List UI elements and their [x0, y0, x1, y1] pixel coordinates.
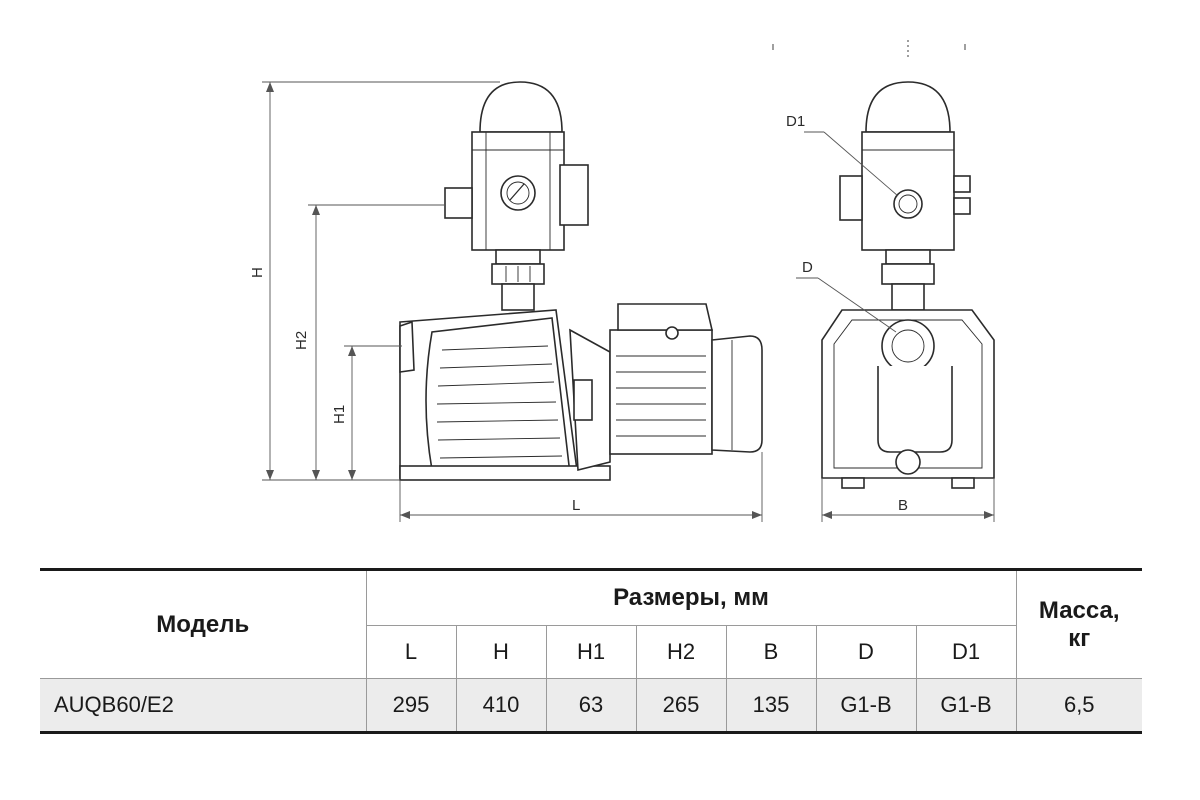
switch-side-box: [559, 164, 589, 226]
switch-dome: [479, 81, 563, 133]
pump-dimension-drawing: H H2 H1 L: [249, 40, 995, 522]
model-cell: AUQB60/E2: [40, 678, 367, 734]
label-l: L: [572, 497, 580, 514]
col-header-d1: D1: [915, 625, 1016, 679]
col-header-l: L: [366, 625, 457, 679]
label-d1: D1: [786, 113, 805, 130]
value-h2: 265: [635, 678, 727, 734]
value-d: G1-B: [815, 678, 917, 734]
outlet-d1-port: [893, 189, 923, 219]
mass-header: Масса, кг: [1015, 568, 1142, 679]
side-view: H H2 H1 L: [249, 81, 763, 522]
label-h2: H2: [293, 331, 310, 350]
front-switch-dome: [865, 81, 951, 133]
switch-fitting: [444, 187, 473, 219]
model-header: Модель: [40, 568, 367, 679]
mass-header-line2: кг: [1068, 624, 1091, 652]
dimensions-header: Размеры, мм: [365, 568, 1017, 626]
label-b: B: [898, 497, 908, 514]
front-view: D1 D B: [772, 40, 995, 522]
table-row: AUQB60/E2 295 410 63 265 135 G1-B G1-B 6…: [40, 678, 1142, 734]
value-b: 135: [725, 678, 817, 734]
value-d1: G1-B: [915, 678, 1017, 734]
value-l: 295: [365, 678, 457, 734]
value-h: 410: [455, 678, 547, 734]
col-header-b: B: [725, 625, 817, 679]
col-header-d: D: [815, 625, 917, 679]
terminal-box: [617, 303, 714, 331]
label-d: D: [802, 259, 813, 276]
value-mass: 6,5: [1015, 678, 1142, 734]
pressure-gauge-icon: [500, 175, 536, 211]
motor-fan-cover: [711, 335, 763, 453]
label-h1: H1: [331, 405, 348, 424]
dimensions-table: Модель Размеры, мм Масса, кг L H H1 H2 B…: [40, 568, 1142, 734]
col-header-h: H: [455, 625, 547, 679]
col-header-h2: H2: [635, 625, 727, 679]
label-h: H: [249, 267, 266, 278]
motor-body: [609, 329, 713, 455]
mass-header-line1: Масса,: [1038, 596, 1120, 624]
value-h1: 63: [545, 678, 637, 734]
col-header-h1: H1: [545, 625, 637, 679]
